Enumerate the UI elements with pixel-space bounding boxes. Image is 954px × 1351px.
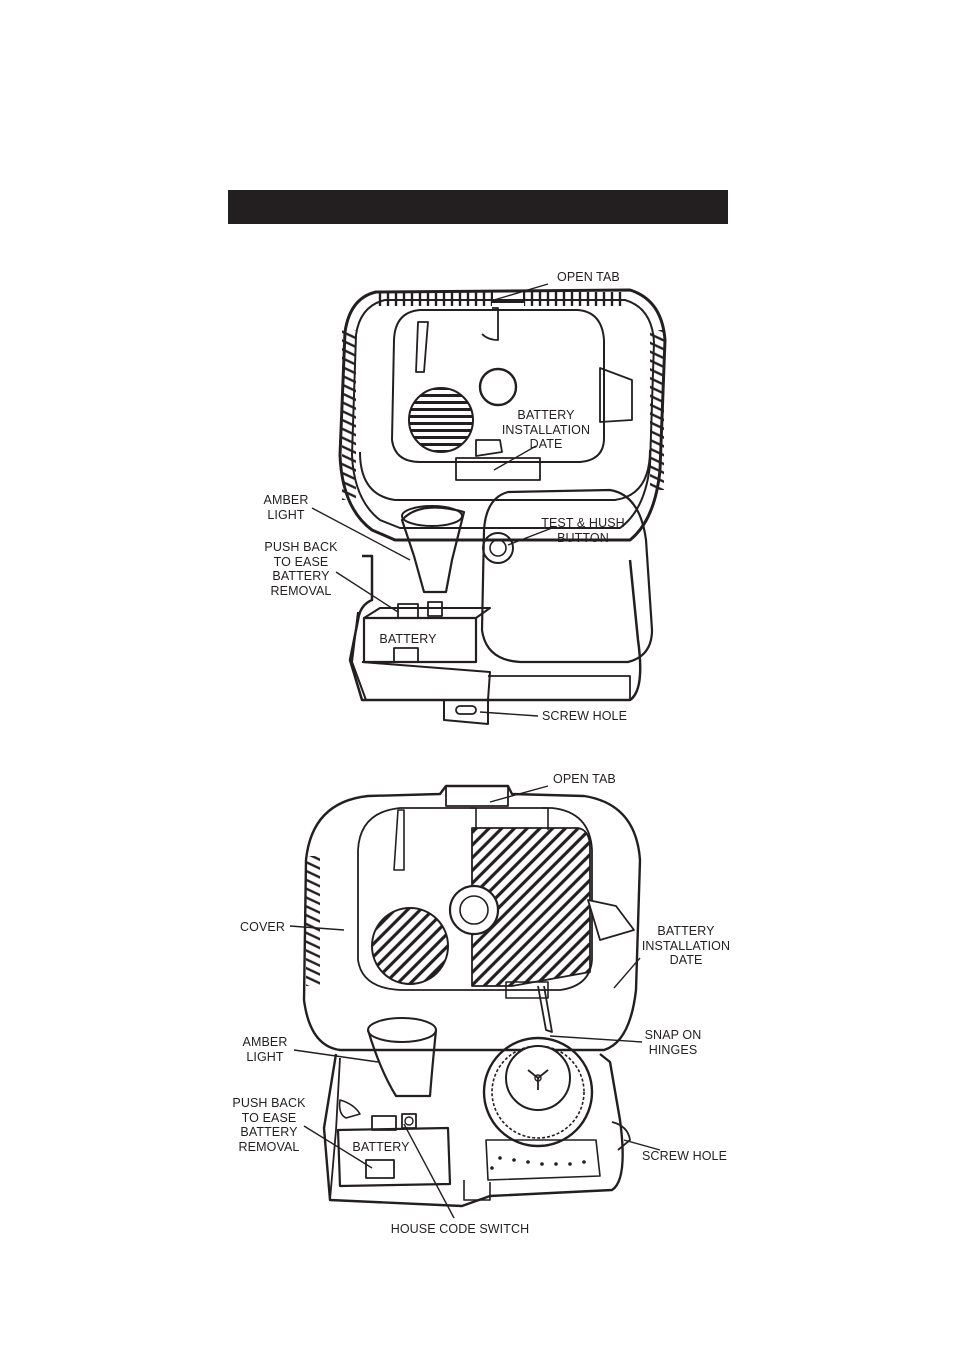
amber-light-lens-2: [367, 1017, 437, 1043]
battery-terminal-2: [371, 1115, 397, 1131]
cover-date-tab: [505, 981, 549, 999]
battery-clip: [393, 647, 419, 663]
cover-center-knob-inner: [459, 895, 489, 925]
radiation-symbol-icon: [527, 1069, 549, 1090]
leader-screw-hole-1: [479, 711, 539, 717]
speaker-grille: [408, 387, 474, 453]
sensor-chamber-outer: [482, 1036, 594, 1148]
leader-cover: [289, 925, 345, 931]
label-open-tab-2: OPEN TAB: [553, 772, 616, 786]
cover-side-vents: [306, 856, 320, 986]
battery-terminal-right: [427, 601, 443, 617]
latch-right-2: [542, 807, 549, 830]
amber-light-cone-2: [366, 1029, 438, 1098]
screw-hole-tab-2: [611, 1121, 631, 1151]
cover-right-flap: [587, 899, 635, 941]
house-code-switch-dial: [404, 1116, 414, 1126]
leader-amber-light-2: [293, 1049, 379, 1063]
latch-center-2: [470, 807, 477, 830]
side-vent-right: [650, 330, 664, 490]
label-push-back-1: PUSH BACK TO EASE BATTERY REMOVAL: [264, 540, 338, 598]
top-vent-left: [376, 292, 492, 306]
outer-cover-shell: [338, 288, 667, 542]
house-code-switch-box: [401, 1113, 417, 1129]
bottom-rail: [488, 675, 631, 700]
label-screw-hole-2: SCREW HOLE: [642, 1149, 728, 1163]
leader-open-tab-2: [489, 785, 549, 803]
sensor-module: [480, 488, 654, 664]
label-push-back-2: PUSH BACK TO EASE BATTERY REMOVAL: [232, 1096, 306, 1154]
latch-left-2: [393, 809, 405, 871]
label-open-tab-1: OPEN TAB: [557, 270, 620, 284]
leader-push-back-2: [303, 1125, 373, 1169]
snap-hinge: [537, 985, 553, 1033]
inner-plate: [391, 309, 605, 463]
amber-light-cone: [400, 506, 466, 594]
circuit-board-dots: [490, 1156, 586, 1170]
leader-push-back-1: [335, 571, 399, 613]
base-bottom-clips: [463, 1180, 491, 1201]
open-tab-2: [445, 786, 509, 807]
circuit-board: [485, 1139, 601, 1181]
leader-snap-hinges: [549, 1035, 643, 1043]
base-front: [351, 611, 491, 701]
inner-plate-lower-wall: [359, 449, 651, 501]
leader-battery-date-1: [493, 445, 537, 471]
right-hinge-piece: [599, 367, 633, 423]
label-cover: COVER: [240, 920, 285, 934]
header-bar: [228, 190, 728, 224]
battery-body: [362, 616, 478, 664]
leader-battery-date-2: [613, 957, 641, 989]
label-battery-installation-date-2: BATTERY INSTALLATION DATE: [641, 924, 731, 967]
base-housing: [348, 554, 642, 702]
label-test-hush-button: TEST & HUSH BUTTON: [541, 516, 625, 545]
test-hush-button: [482, 532, 514, 564]
label-snap-on-hinges: SNAP ON HINGES: [644, 1028, 702, 1057]
top-vent-right: [524, 292, 626, 306]
test-hush-button-inner: [489, 539, 507, 557]
label-battery-2: BATTERY: [352, 1140, 410, 1154]
latch-center: [481, 307, 499, 341]
label-battery-1: BATTERY: [379, 632, 437, 646]
cover-inner-recess: [357, 807, 593, 991]
cover-speaker-grille: [371, 907, 449, 985]
leader-house-code-switch: [403, 1123, 455, 1219]
date-tab: [475, 439, 503, 457]
side-vent-left: [342, 330, 356, 500]
battery-date-window: [455, 457, 541, 481]
screw-hole-slot: [455, 705, 477, 715]
amber-light-lens: [401, 505, 463, 527]
latch-left: [415, 321, 429, 373]
label-battery-installation-date-1: BATTERY INSTALLATION DATE: [501, 408, 591, 451]
battery-terminal-left: [397, 603, 419, 619]
cover-hatched-panel: [471, 827, 591, 987]
label-screw-hole-1: SCREW HOLE: [542, 709, 628, 723]
base-left-wall: [329, 1057, 341, 1201]
leader-test-hush-1: [507, 527, 553, 546]
leader-amber-light-1: [311, 507, 411, 561]
label-house-code-switch: HOUSE CODE SWITCH: [390, 1222, 530, 1236]
leader-open-tab-1: [493, 283, 549, 301]
radiation-symbol-center: [534, 1074, 542, 1082]
open-tab: [491, 292, 525, 303]
battery-clip-2: [365, 1159, 395, 1179]
center-knob: [478, 367, 518, 407]
cover-outline: [302, 784, 642, 1052]
outer-cover-inner-rim: [351, 299, 655, 529]
base-housing-2: [322, 1053, 624, 1208]
label-amber-light-2: AMBER LIGHT: [242, 1035, 288, 1064]
base-slot: [338, 1099, 361, 1119]
leader-screw-hole-2: [623, 1139, 661, 1151]
label-amber-light-1: AMBER LIGHT: [263, 493, 309, 522]
